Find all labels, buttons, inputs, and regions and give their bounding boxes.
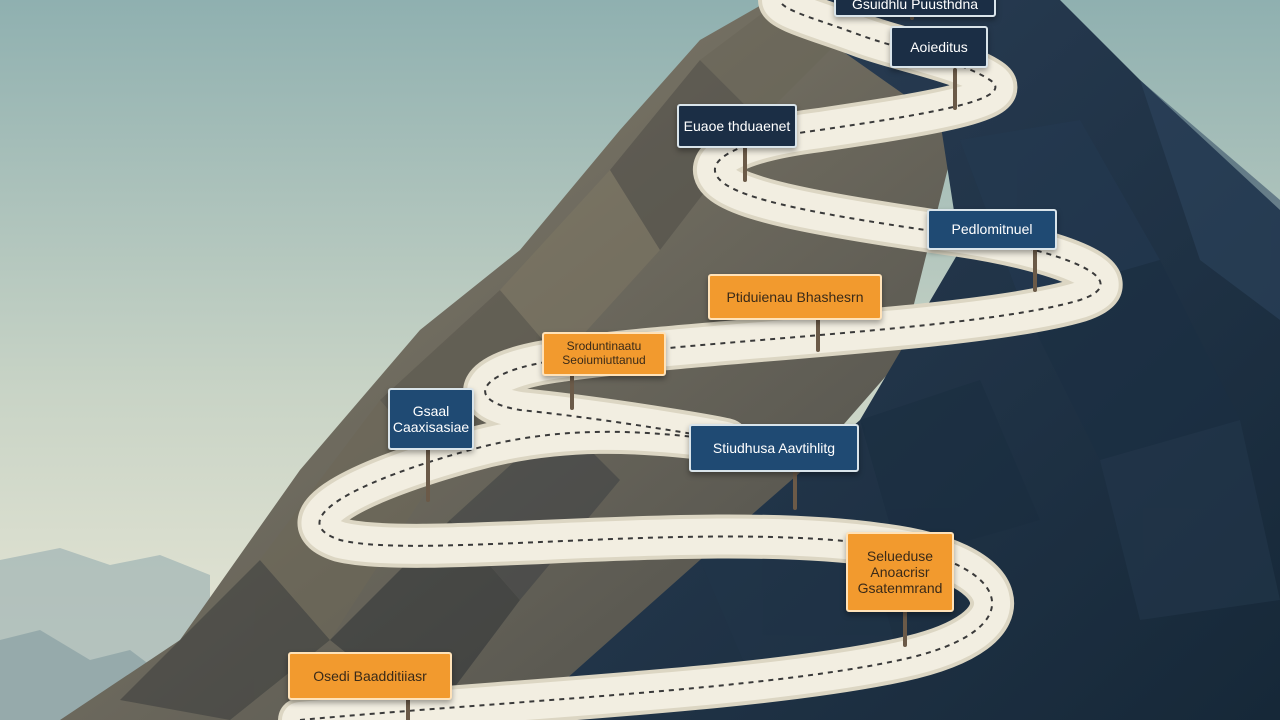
- sign-lower-right-line-2: Anoacrisr: [870, 563, 930, 580]
- sign-upper-left: Euaoe thduaenet: [677, 104, 797, 148]
- sign-upper-right-line-1: Aoieditus: [910, 38, 968, 55]
- sign-goal-line-1: Gsaal: [412, 402, 450, 419]
- sign-mid-right: Pedlomitnuel: [927, 209, 1057, 250]
- sign-left-orange: Sroduntinaatu Seoiumiuttanud: [542, 332, 666, 376]
- sign-lower-right-line-3: Gsatenmrand: [857, 580, 943, 597]
- sign-center-line-1: Stiudhusa Aavtihlitg: [712, 439, 836, 456]
- sign-left-orange-line-2: Seoiumiuttanud: [562, 353, 646, 367]
- sign-center: Stiudhusa Aavtihlitg: [689, 424, 859, 472]
- sign-bottom-left: Osedi Baadditiiasr: [288, 652, 452, 700]
- sign-top-line-1: Gsuidhlu Puusthdna: [851, 0, 979, 13]
- sign-goal-line-2: Caaxisasiae: [392, 419, 470, 435]
- sign-upper-right: Aoieditus: [890, 26, 988, 68]
- sign-mid-orange: Ptiduienau Bhashesrn: [708, 274, 882, 320]
- sign-left-orange-line-1: Sroduntinaatu: [566, 339, 642, 354]
- sign-goal: Gsaal Caaxisasiae: [388, 388, 474, 450]
- sign-mid-right-line-1: Pedlomitnuel: [951, 221, 1033, 238]
- sign-bottom-left-line-1: Osedi Baadditiiasr: [313, 667, 427, 684]
- sign-upper-left-line-1: Euaoe thduaenet: [683, 117, 791, 134]
- sign-lower-right: Selueduse Anoacrisr Gsatenmrand: [846, 532, 954, 612]
- sign-top: Gsuidhlu Puusthdna: [834, 0, 996, 17]
- sign-lower-right-line-1: Selueduse: [866, 547, 934, 564]
- sign-mid-orange-line-1: Ptiduienau Bhashesrn: [726, 288, 864, 305]
